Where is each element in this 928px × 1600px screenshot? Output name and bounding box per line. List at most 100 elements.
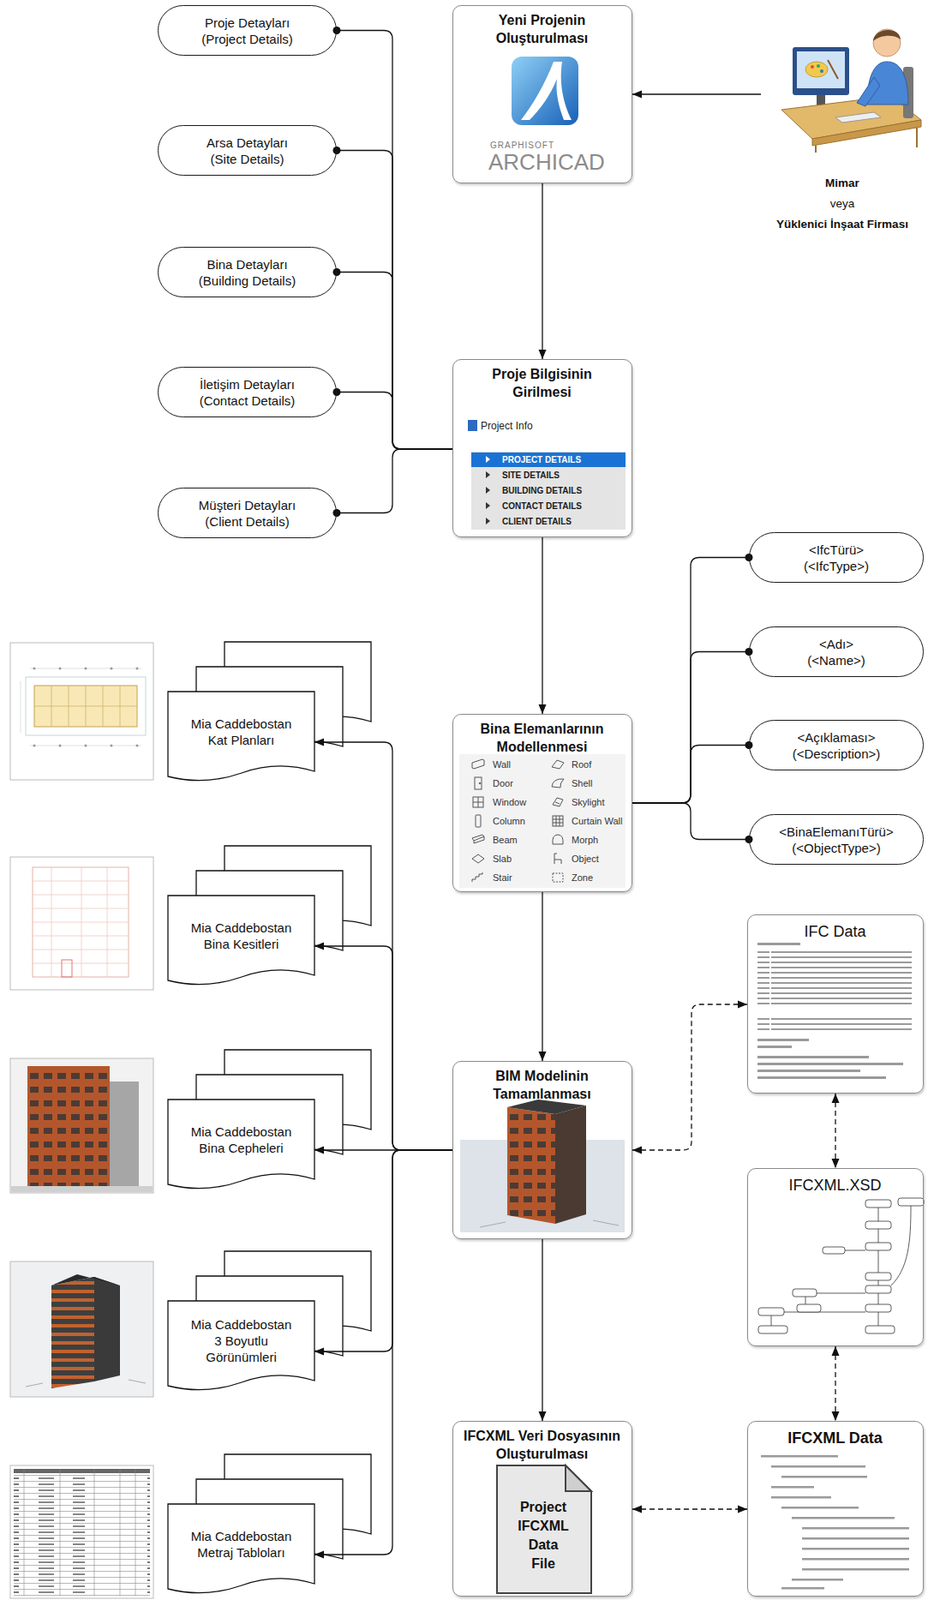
tool-label: Stair bbox=[492, 870, 513, 885]
3d-view-thumbnail bbox=[51, 1276, 95, 1389]
facade-thumbnail bbox=[10, 1058, 154, 1193]
pill-label: Bina Detayları bbox=[206, 256, 288, 273]
pill-label: (Contact Details) bbox=[199, 392, 296, 409]
ifcxml-text-sample bbox=[781, 1475, 868, 1479]
arrow-head bbox=[314, 1347, 324, 1356]
project-info-panel bbox=[485, 455, 491, 463]
detail-pill: Arsa Detayları(Site Details) bbox=[157, 125, 337, 176]
arrow-head bbox=[832, 1158, 840, 1168]
arrow-head bbox=[737, 1505, 748, 1514]
3d-view-thumbnail bbox=[51, 1274, 120, 1286]
connector-dot bbox=[333, 26, 342, 35]
text-slot: Wall bbox=[492, 757, 511, 772]
detail-pill: <Açıklaması>(<Description>) bbox=[748, 719, 924, 771]
actor-label: Yüklenici İnşaat Firması bbox=[760, 214, 924, 235]
building-model bbox=[479, 1220, 619, 1228]
xsd-tree bbox=[792, 1288, 817, 1297]
ifc-text-sample bbox=[757, 1069, 861, 1072]
tool-label: Object bbox=[571, 851, 599, 866]
xsd-tree bbox=[758, 1325, 788, 1334]
tool-palette bbox=[472, 872, 483, 882]
document-stack-sheets bbox=[167, 1503, 315, 1593]
arrow-head bbox=[314, 1550, 324, 1559]
connector-line bbox=[314, 742, 453, 1150]
arrow-head bbox=[538, 704, 547, 714]
floor-plan-thumbnail bbox=[136, 744, 139, 748]
xsd-tree bbox=[865, 1285, 892, 1294]
architect-icon bbox=[827, 59, 839, 79]
section-thumbnail bbox=[32, 867, 129, 977]
floor-plan-thumbnail bbox=[20, 668, 142, 746]
ifc-text-sample bbox=[757, 1055, 869, 1059]
ifc-text-sample bbox=[757, 942, 801, 946]
xsd-tree bbox=[865, 1221, 892, 1229]
project-info-panel bbox=[485, 517, 491, 525]
tool-palette bbox=[552, 834, 563, 845]
ifc-text-sample bbox=[757, 942, 912, 1079]
project-info-panel bbox=[471, 452, 626, 467]
menu-item: BUILDING DETAILS bbox=[502, 484, 582, 498]
connector bbox=[538, 892, 547, 1061]
tool-label: Door bbox=[492, 776, 514, 791]
detail-pill: Müşteri Detayları(Client Details) bbox=[157, 487, 337, 539]
detail-pill: İletişim Detayları(Contact Details) bbox=[157, 366, 337, 418]
tool-palette bbox=[459, 754, 626, 888]
archicad-logo bbox=[511, 56, 579, 126]
building-model bbox=[507, 1107, 556, 1224]
text-slot: SITE DETAILS bbox=[502, 468, 560, 483]
tool-label: Skylight bbox=[571, 795, 605, 809]
process-box: IFCXML Data bbox=[747, 1420, 924, 1597]
connector bbox=[632, 553, 754, 803]
text-slot: Curtain Wall bbox=[571, 814, 623, 828]
text-slot: Roof bbox=[571, 757, 592, 772]
connector-dot bbox=[333, 508, 342, 517]
ifcxml-text-sample bbox=[760, 1454, 910, 1590]
floor-plan-thumbnail bbox=[33, 744, 36, 748]
connector-line bbox=[834, 1346, 836, 1421]
floor-plan-thumbnail bbox=[110, 667, 114, 671]
tool-label: Column bbox=[492, 814, 526, 828]
ifcxml-text-sample bbox=[760, 1454, 839, 1458]
pill-label: (Project Details) bbox=[201, 30, 294, 48]
tool-label: Curtain Wall bbox=[571, 814, 623, 828]
document-stack-sheets bbox=[167, 895, 315, 985]
xsd-tree bbox=[796, 1304, 821, 1312]
arrow-head bbox=[832, 1346, 840, 1356]
menu-item: SITE DETAILS bbox=[502, 468, 560, 483]
tool-palette bbox=[552, 834, 563, 845]
connector-line bbox=[541, 183, 543, 360]
tool-palette bbox=[551, 778, 564, 788]
text-slot: Mimar bbox=[760, 173, 924, 194]
arrow-head bbox=[314, 738, 324, 747]
text-slot: Object bbox=[571, 851, 599, 866]
pill-label: (Building Details) bbox=[198, 272, 296, 289]
quantity-table-thumbnail bbox=[13, 1468, 150, 1473]
text-slot: Project Info bbox=[480, 419, 533, 432]
facade-thumbnail bbox=[10, 1058, 154, 1193]
connector bbox=[632, 802, 754, 844]
text-slot: IFCXML Data bbox=[751, 1428, 919, 1448]
ifcxml-text-sample bbox=[802, 1547, 910, 1551]
connector-line bbox=[314, 1149, 453, 1352]
tool-palette bbox=[459, 754, 626, 888]
text-slot: Skylight bbox=[571, 795, 605, 809]
tool-palette bbox=[554, 853, 562, 864]
arrow-head bbox=[632, 1505, 642, 1514]
tool-palette bbox=[475, 814, 481, 827]
tool-palette bbox=[551, 760, 564, 769]
ifcxml-text-sample bbox=[771, 1496, 832, 1499]
tool-label: Window bbox=[492, 795, 527, 809]
tool-palette bbox=[472, 834, 485, 844]
connector-line bbox=[632, 1004, 748, 1150]
archicad-logo bbox=[520, 61, 572, 120]
archicad-logo bbox=[511, 56, 579, 126]
3d-view-thumbnail bbox=[94, 1276, 120, 1382]
architect-icon bbox=[812, 119, 922, 146]
connector bbox=[333, 268, 454, 450]
text-slot: Beam bbox=[492, 832, 518, 847]
document-stack: Mia Caddebostan 3 Boyutlu Görünümleri bbox=[167, 1300, 315, 1393]
pill-label: <BinaElemanıTürü> bbox=[778, 823, 893, 840]
ifc-text-sample bbox=[757, 951, 912, 1008]
connector-line bbox=[632, 745, 749, 804]
document-label: Mia Caddebostan Bina Kesitleri bbox=[187, 919, 295, 952]
